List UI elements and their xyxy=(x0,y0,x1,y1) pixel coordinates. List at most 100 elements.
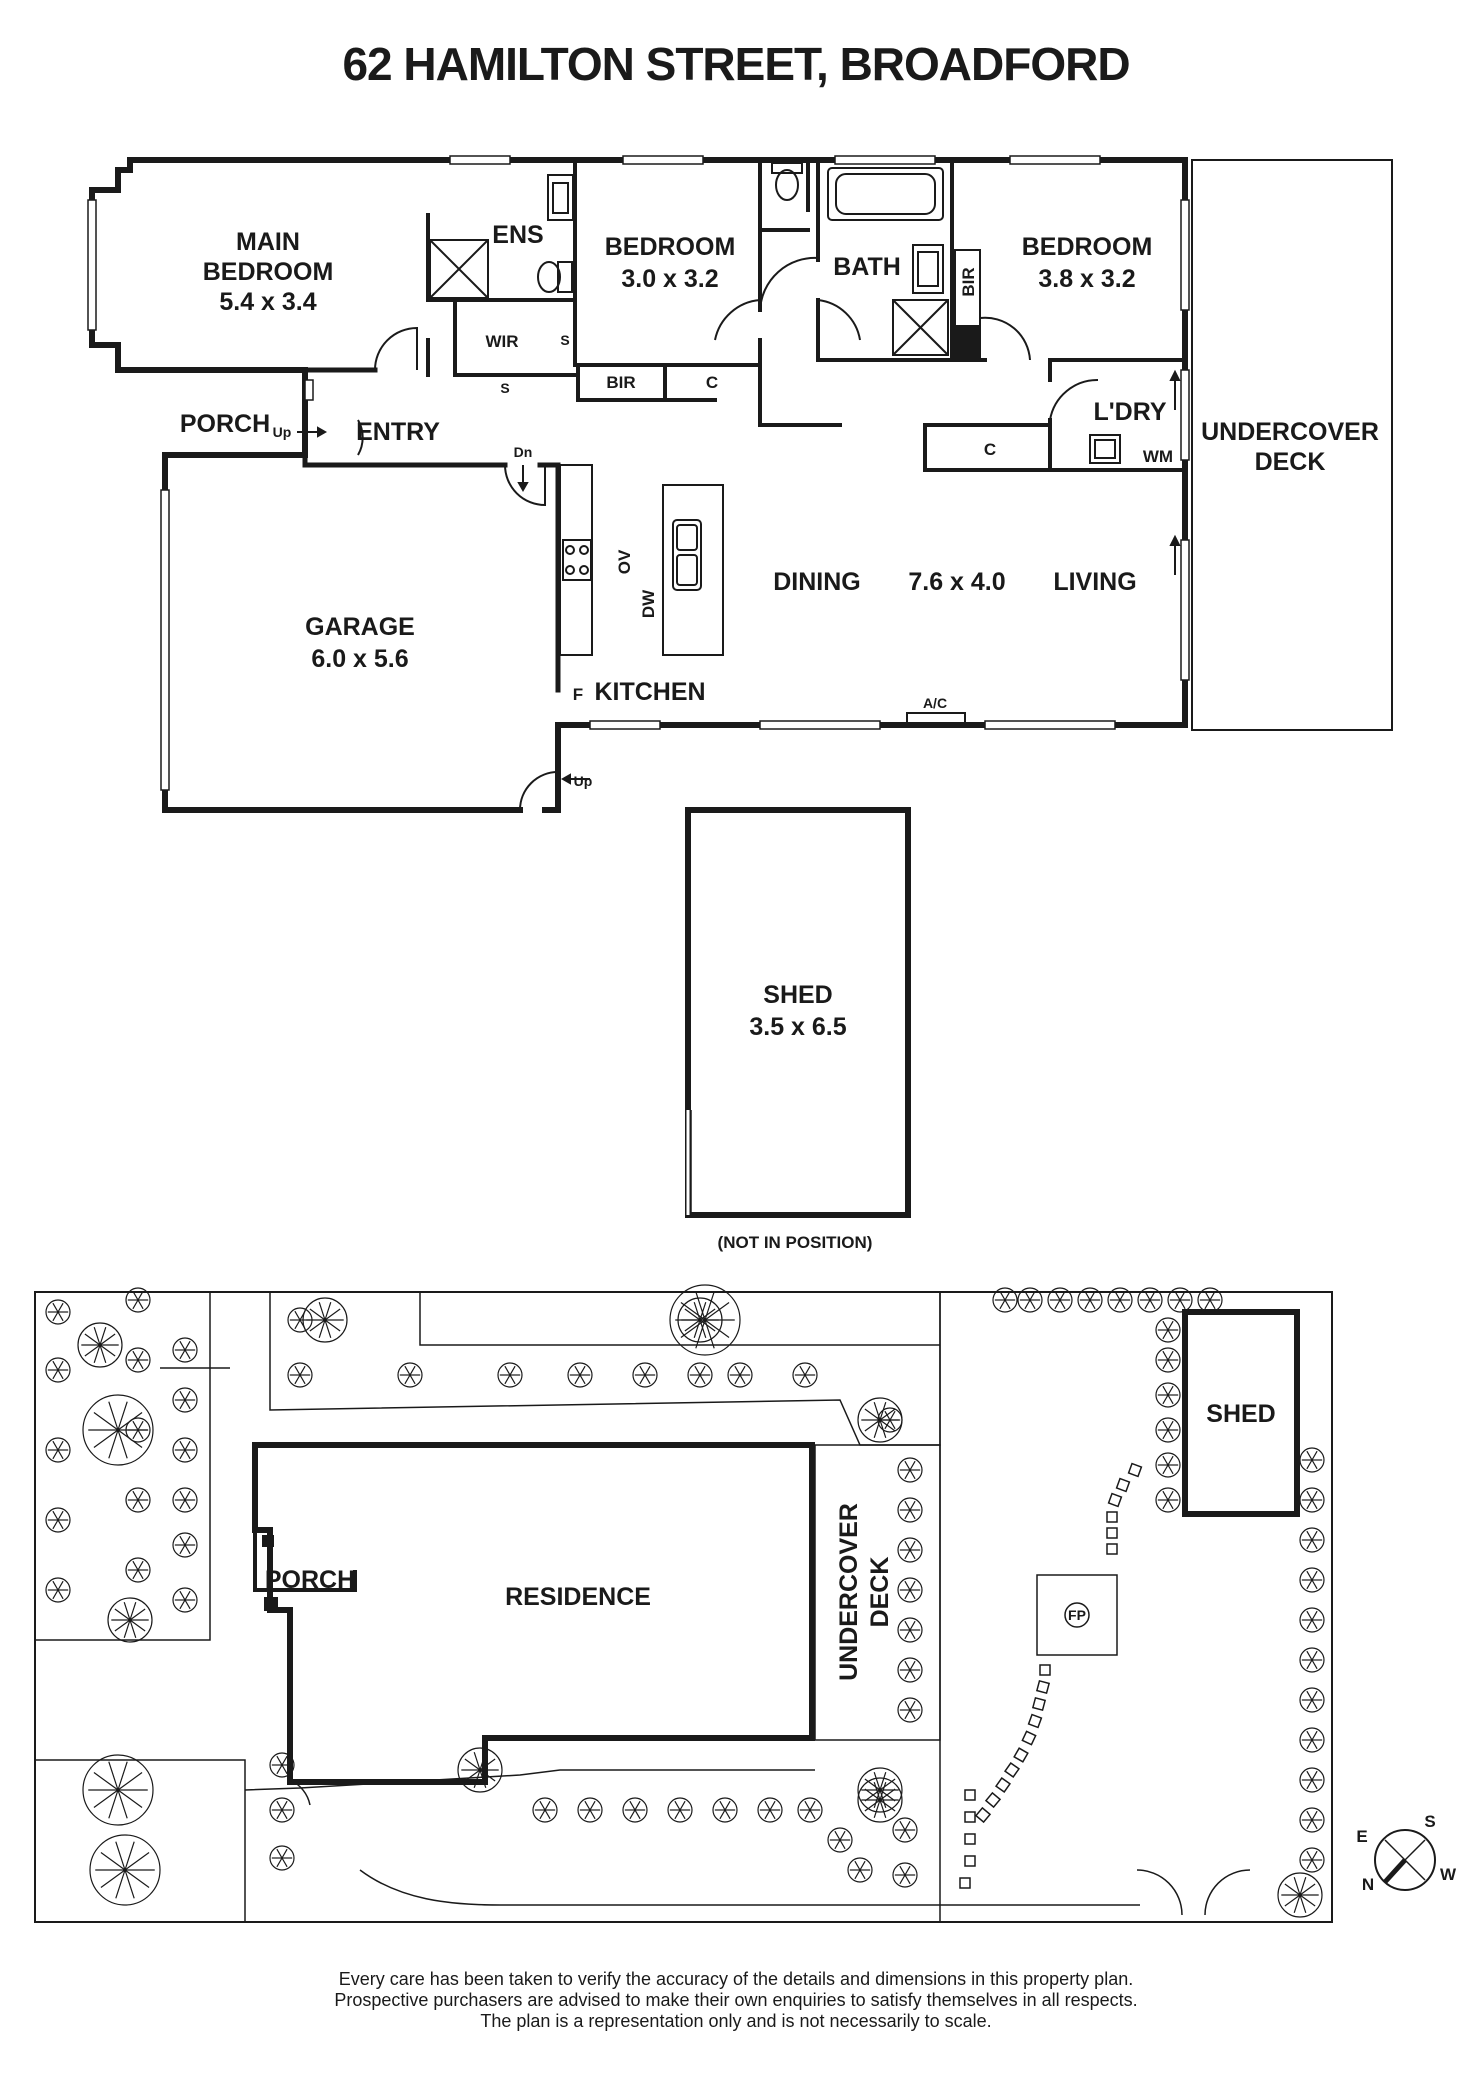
tree-icon xyxy=(727,1362,753,1388)
shed-size: 3.5 x 6.5 xyxy=(749,1013,846,1041)
tree-icon xyxy=(1299,1447,1325,1473)
bedroom-3-label: BEDROOM xyxy=(1022,233,1153,261)
tree-icon xyxy=(577,1797,603,1823)
tree-icon xyxy=(1155,1452,1181,1478)
tree-icon xyxy=(897,1457,923,1483)
tree-icon xyxy=(622,1797,648,1823)
tree-icon xyxy=(45,1437,71,1463)
tree-icon xyxy=(1155,1317,1181,1343)
tree-icon xyxy=(1299,1487,1325,1513)
tree-icon xyxy=(1299,1767,1325,1793)
tree-icon xyxy=(172,1487,198,1513)
tree-icon xyxy=(1299,1807,1325,1833)
tree-icon xyxy=(1155,1417,1181,1443)
compass-north: N xyxy=(1362,1875,1374,1894)
porch-post xyxy=(264,1597,278,1611)
main-bedroom-label-2: BEDROOM xyxy=(203,258,334,286)
bir-black-block xyxy=(955,325,980,360)
tree-icon xyxy=(45,1299,71,1325)
tree-icon xyxy=(125,1347,151,1373)
tree-icon xyxy=(1299,1687,1325,1713)
tree-icon xyxy=(892,1817,918,1843)
laundry-label: L'DRY xyxy=(1093,398,1166,426)
wir-label: WIR xyxy=(485,332,518,351)
tree-icon xyxy=(1299,1647,1325,1673)
shed-note: (NOT IN POSITION) xyxy=(718,1233,873,1252)
tree-icon xyxy=(1155,1382,1181,1408)
tree-icon xyxy=(45,1507,71,1533)
undercover-deck-outline xyxy=(1191,159,1393,731)
tree-icon xyxy=(45,1357,71,1383)
tree-icon xyxy=(45,1577,71,1603)
tree-icon xyxy=(125,1287,151,1313)
fixtures xyxy=(429,162,1121,726)
porch-post-2 xyxy=(262,1535,274,1547)
living-size: 7.6 x 4.0 xyxy=(908,568,1005,596)
tree-icon xyxy=(1299,1527,1325,1553)
tree-icon xyxy=(632,1362,658,1388)
bir-label-bed2: BIR xyxy=(606,373,635,392)
site-porch-label: PORCH xyxy=(265,1566,355,1594)
tree-icon xyxy=(1107,1287,1133,1313)
compass-east: E xyxy=(1356,1827,1367,1846)
tree-icon xyxy=(269,1845,295,1871)
tree-icon xyxy=(667,1797,693,1823)
shed-plan: SHED 3.5 x 6.5 (NOT IN POSITION) xyxy=(685,807,911,1252)
compass-south: S xyxy=(1424,1812,1435,1831)
garage-size: 6.0 x 5.6 xyxy=(311,645,408,673)
down-label: Dn xyxy=(514,444,533,460)
main-bedroom-size: 5.4 x 3.4 xyxy=(219,288,316,316)
room-labels: MAIN BEDROOM 5.4 x 3.4 ENS WIR S S BEDRO… xyxy=(180,221,1379,789)
undercover-label: UNDERCOVER xyxy=(1201,418,1379,446)
tree-icon xyxy=(532,1797,558,1823)
tree-icon xyxy=(125,1557,151,1583)
tree-icon xyxy=(857,1397,903,1443)
tree-icon xyxy=(269,1752,295,1778)
compass: N S E W xyxy=(1356,1812,1457,1894)
trees xyxy=(45,1284,1325,1918)
dining-label: DINING xyxy=(773,568,861,596)
tree-icon xyxy=(1299,1567,1325,1593)
site-undercover-label: UNDERCOVER xyxy=(835,1503,863,1681)
tree-icon xyxy=(1137,1287,1163,1313)
site-plan xyxy=(34,1291,1333,1923)
tree-icon xyxy=(172,1387,198,1413)
garage-label: GARAGE xyxy=(305,613,415,641)
compass-west: W xyxy=(1440,1865,1457,1884)
living-label: LIVING xyxy=(1053,568,1136,596)
stepping-stones xyxy=(959,1462,1143,1889)
tree-icon xyxy=(1047,1287,1073,1313)
tree-icon xyxy=(1167,1287,1193,1313)
site-labels: RESIDENCE PORCH UNDERCOVER DECK SHED FP xyxy=(265,1400,1276,1681)
tree-icon xyxy=(125,1487,151,1513)
tree-icon xyxy=(1155,1487,1181,1513)
disclaimer-line-1: Every care has been taken to verify the … xyxy=(339,1969,1133,1989)
tree-icon xyxy=(857,1777,903,1823)
tree-icon xyxy=(1155,1347,1181,1373)
tree-icon xyxy=(107,1597,153,1643)
tree-icon xyxy=(892,1862,918,1888)
shed-label: SHED xyxy=(763,981,832,1009)
disclaimer-line-2: Prospective purchasers are advised to ma… xyxy=(334,1990,1137,2010)
site-deck-label: DECK xyxy=(866,1557,894,1628)
tree-icon xyxy=(792,1362,818,1388)
tree-icon xyxy=(172,1437,198,1463)
tree-icon xyxy=(89,1834,161,1906)
doors xyxy=(357,256,1099,811)
tree-icon xyxy=(687,1362,713,1388)
tree-icon xyxy=(567,1362,593,1388)
tree-icon xyxy=(172,1587,198,1613)
tree-icon xyxy=(172,1532,198,1558)
residence-label: RESIDENCE xyxy=(505,1583,651,1611)
main-bedroom-label: MAIN xyxy=(236,228,300,256)
up-label-garage: Up xyxy=(574,773,593,789)
tree-icon xyxy=(827,1827,853,1853)
tree-icon xyxy=(1299,1607,1325,1633)
bir-label-bed3: BIR xyxy=(959,267,978,296)
porch-label: PORCH xyxy=(180,410,270,438)
tree-icon xyxy=(82,1754,154,1826)
tree-icon xyxy=(712,1797,738,1823)
entry-label: ENTRY xyxy=(356,418,440,446)
tree-icon xyxy=(897,1617,923,1643)
bath-label: BATH xyxy=(833,253,901,281)
